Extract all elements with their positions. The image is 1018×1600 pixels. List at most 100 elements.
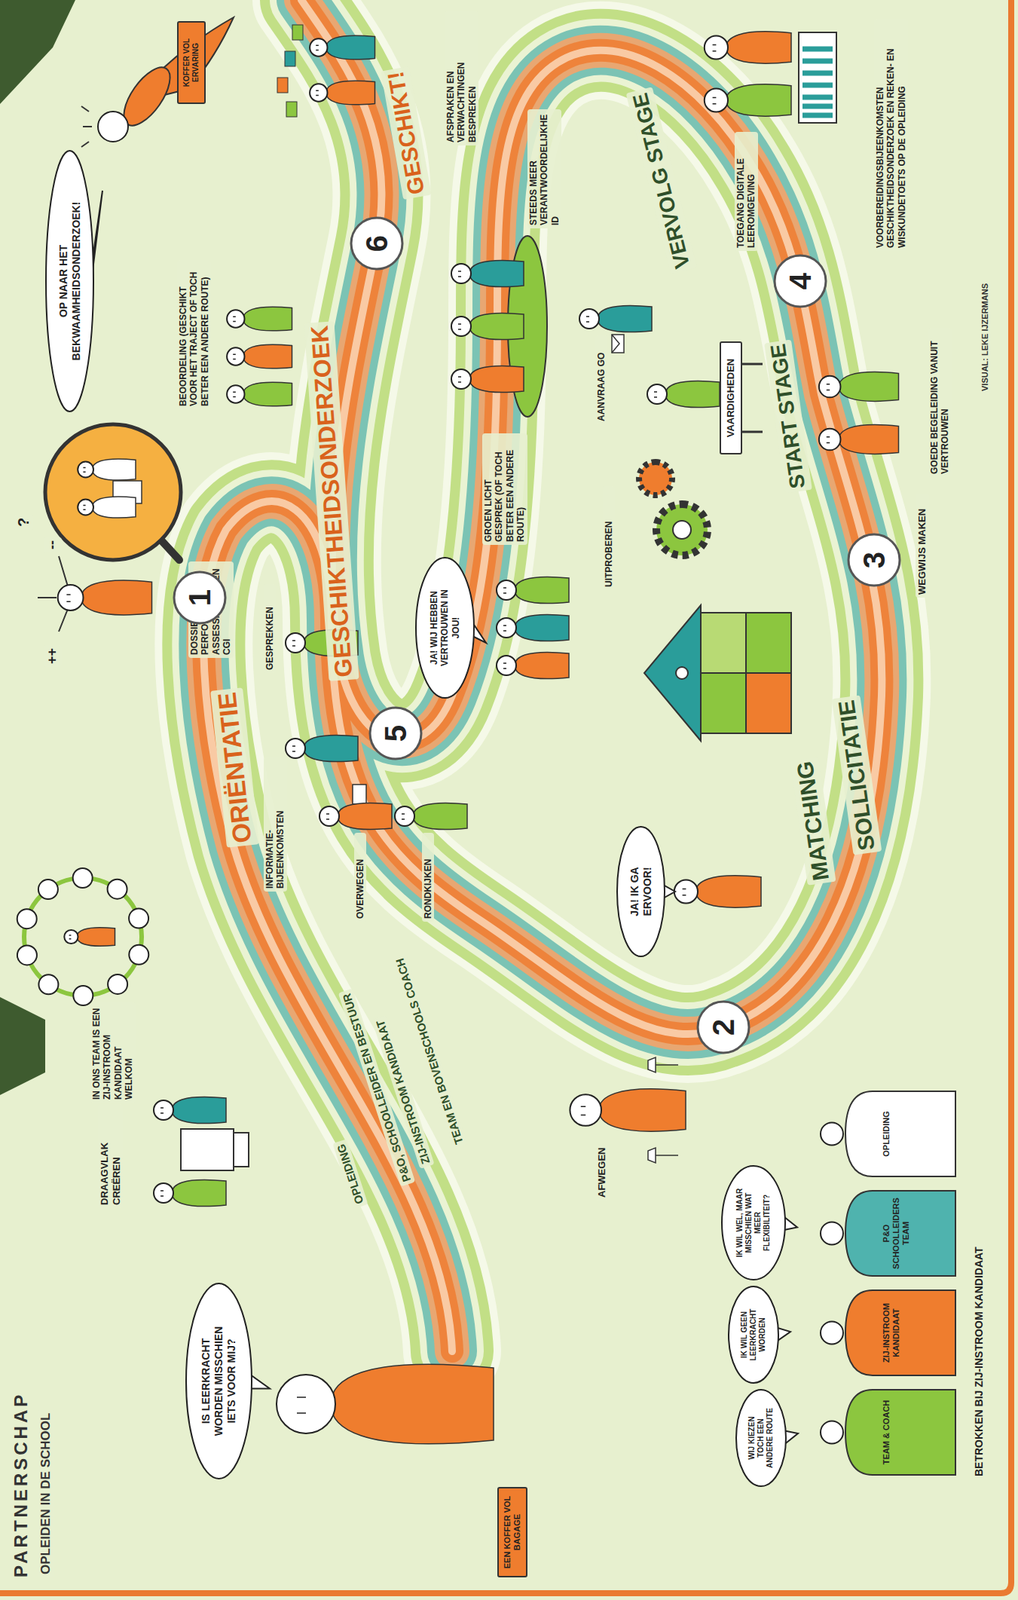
figure-body-label: TEAM & COACH [842, 1384, 956, 1480]
node-text: 1 [172, 570, 227, 625]
figure-body [514, 576, 569, 603]
figure-head [226, 385, 245, 403]
figure-body [337, 802, 392, 829]
figure-body [469, 365, 524, 392]
body-outline [845, 1290, 956, 1376]
figure-head [394, 806, 415, 826]
node-text: EEN KOFFER VOL BAGAGE [502, 1492, 523, 1572]
figure-body [330, 1363, 494, 1444]
team-head [128, 908, 149, 929]
books [802, 48, 833, 116]
team-head [107, 879, 128, 899]
figure-eyes [503, 587, 507, 594]
figure-body [91, 458, 136, 480]
figure-body [597, 305, 652, 332]
figure-body [326, 35, 376, 60]
sun-rays [81, 106, 92, 147]
node-text: WIJ KIEZEN TOCH EEN ANDERE ROUTE [747, 1407, 775, 1468]
node-text: JA! WIJ HEBBEN VERTROUWEN IN JOU! [428, 582, 462, 673]
person-figure [276, 1363, 494, 1444]
person-figure [569, 1088, 686, 1132]
person-figure [394, 802, 468, 829]
figure-eyes [232, 391, 236, 397]
road-strand [203, 0, 882, 1352]
text-label: WEGWIJS MAKEN [915, 493, 930, 598]
road-strand [203, 0, 882, 1352]
figure-body-label: P&O SCHOOLLEIDERS TEAM [842, 1186, 956, 1281]
figure-head [309, 38, 328, 56]
text-label: UITPROBEREN [602, 486, 615, 591]
road [203, 0, 882, 1352]
node-text: IK WIL WEL, MAAR MISSCHIEN WAT MEER FLEX… [735, 1186, 772, 1260]
speech-bubble: JA! IK GA ERVOOR! [615, 825, 667, 958]
gear [656, 504, 708, 556]
figure-head [77, 499, 94, 516]
figure-body [243, 344, 293, 369]
person-figure [226, 382, 292, 407]
figure-body [469, 259, 524, 287]
figure-head [309, 83, 328, 101]
node-text: 2 [696, 999, 751, 1055]
magnifier-handle [162, 541, 180, 560]
figure-head [496, 655, 517, 676]
speech-bubble: WIJ KIEZEN TOCH EEN ANDERE ROUTE [734, 1387, 788, 1488]
step-number-circle: 1 [172, 570, 227, 625]
node-text: P&O SCHOOLLEIDERS TEAM [881, 1191, 912, 1275]
speech-bubble: IK WIL GEEN LEERKRACHT WORDEN [727, 1284, 780, 1385]
figure-body [599, 1088, 686, 1132]
person-figure [704, 84, 792, 117]
figure-eyes [232, 316, 236, 321]
bookshelf [798, 32, 837, 123]
road-strand [203, 0, 882, 1352]
gear-hub [672, 520, 691, 539]
figure-body [243, 382, 293, 407]
figure-body [665, 380, 720, 407]
text-label: BETROKKEN BIJ ZIJ-INSTROOM KANDIDAAT [972, 1243, 987, 1480]
figure-body [696, 875, 762, 908]
figure-head [820, 1122, 844, 1146]
magnifier [45, 424, 181, 560]
text-label: BEOORDELING (GESCHIKT VOOR HET TRAJECT O… [177, 259, 211, 410]
person-figure [579, 305, 652, 332]
figure-eyes [232, 354, 236, 359]
person-figure [309, 80, 375, 105]
hero-head [97, 111, 129, 142]
person-figure [77, 496, 136, 518]
team-head [38, 879, 59, 899]
text-label: GESPREKKEN [263, 583, 276, 673]
text-label: AFSPRAKEN EN VERWACHTINGEN BESPREKEN [444, 11, 479, 146]
person-figure [704, 31, 792, 64]
person-figure [647, 380, 720, 407]
person-figure [285, 734, 358, 762]
house-window [675, 666, 688, 679]
figure-body [514, 614, 569, 641]
figure-head [153, 1100, 174, 1120]
figure-eyes [654, 391, 658, 398]
figure-head [451, 369, 471, 389]
figure-head [451, 263, 471, 284]
figure-head [704, 88, 728, 112]
node-text: IS LEERKRACHT WORDEN MISSCHIEN IETS VOOR… [199, 1317, 238, 1446]
figure-head [319, 806, 340, 826]
node-text: VAARDIGHEDEN [724, 347, 737, 449]
node-text: 4 [773, 253, 828, 309]
sticky-note [292, 24, 303, 40]
sticky-note [277, 77, 288, 93]
figure-eyes [503, 663, 507, 669]
figure-eyes [69, 935, 72, 939]
figure-body [326, 80, 376, 105]
figure-body [838, 372, 899, 402]
building-block [233, 1132, 249, 1167]
figure-body [81, 580, 153, 615]
puzzle-piece [745, 612, 792, 673]
figure-eyes [712, 44, 717, 51]
team-head [17, 944, 37, 965]
figure-eyes [82, 505, 86, 511]
node-text: 6 [349, 216, 404, 271]
puzzle-piece [700, 612, 746, 673]
text-label: RONDKIJKEN [421, 832, 435, 922]
figure-eyes [682, 888, 687, 895]
figure-head [226, 309, 245, 328]
